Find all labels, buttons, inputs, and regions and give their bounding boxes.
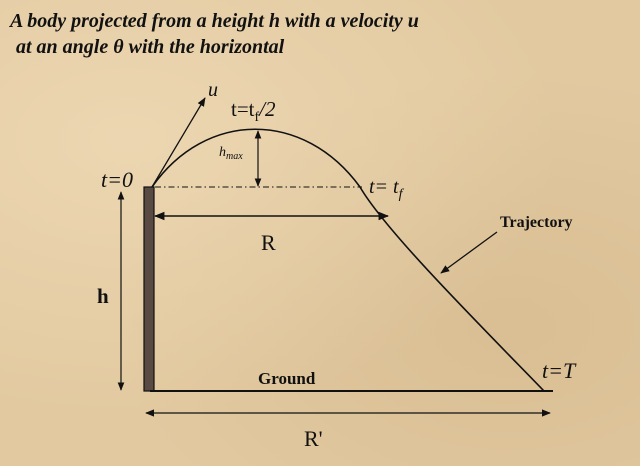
label-t-total: t=T: [542, 358, 577, 383]
label-trajectory: Trajectory: [500, 214, 573, 231]
heading-line-1: A body projected from a height h with a …: [10, 10, 419, 32]
label-u: u: [208, 79, 218, 101]
trajectory-pointer: [440, 231, 498, 274]
trajectory-curve: [151, 128, 545, 392]
label-height-h: h: [97, 284, 109, 308]
label-ground: Ground: [258, 369, 316, 388]
tower-wall: [143, 186, 155, 392]
diagram-heading: A body projected from a height h with a …: [10, 8, 419, 60]
heading-line-2: at an angle θ with the horizontal: [16, 36, 285, 58]
label-t-zero: t=0: [101, 167, 133, 192]
label-range-r: R: [261, 230, 276, 255]
label-range-r-prime: R': [304, 426, 323, 451]
label-t-peak: t=tf/2: [231, 97, 276, 125]
velocity-arrow: [151, 97, 206, 188]
label-hmax: hmax: [219, 145, 243, 162]
label-t-f: t= tf: [369, 176, 405, 202]
